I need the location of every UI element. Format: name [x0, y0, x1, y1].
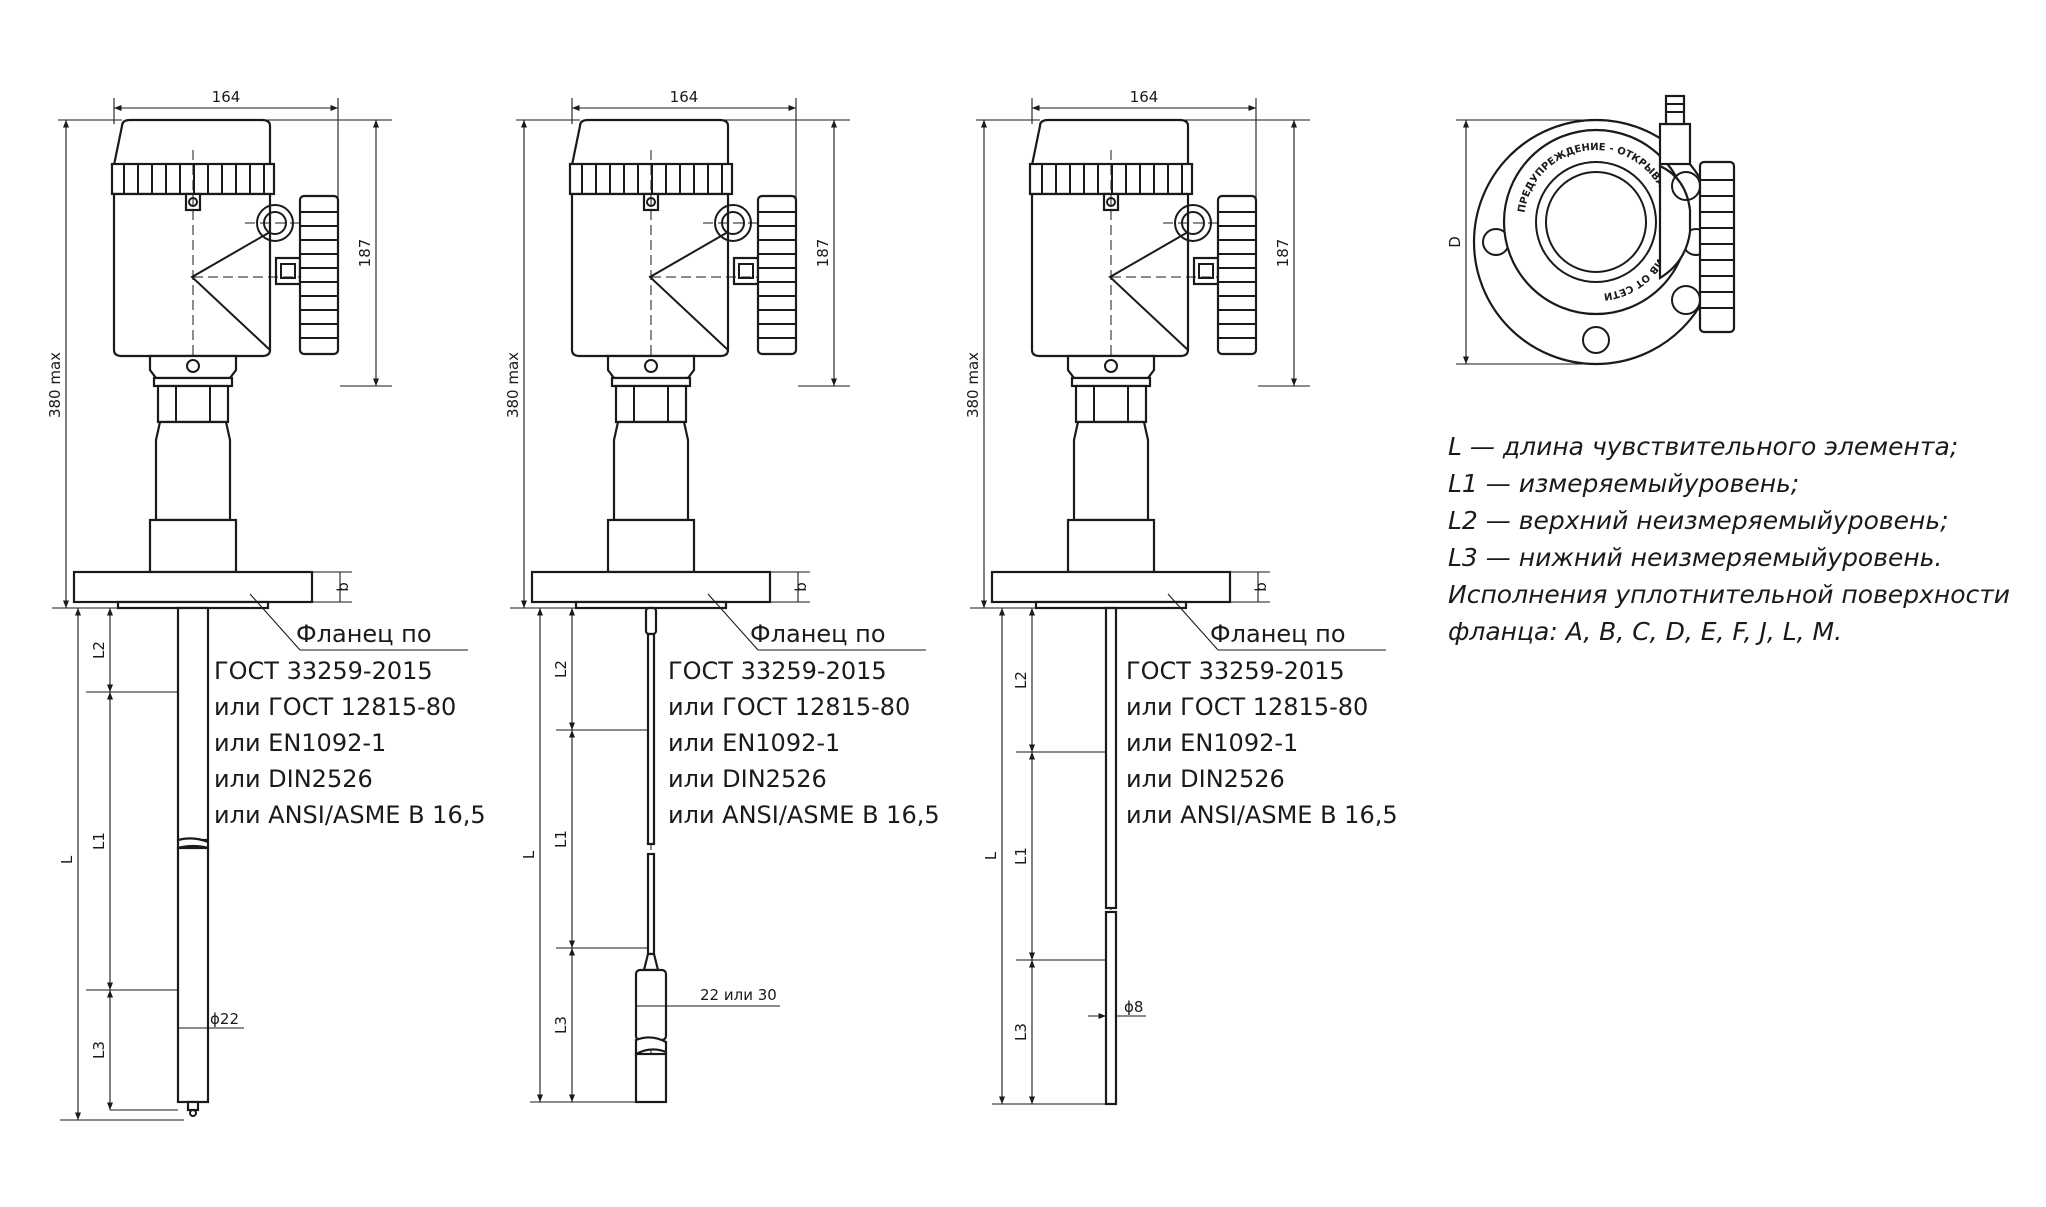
dimensions: 164 187 380 max b L L2 L1 L3 ϕ22 [46, 88, 392, 1121]
view-thin-rod-probe: 164 187 380 max b L L2 L1 L3 ϕ8 [964, 88, 1398, 1106]
flange-line-3: или EN1092-1 [668, 729, 840, 757]
weight [634, 968, 668, 1104]
flange [72, 570, 314, 610]
flange-line-3: или EN1092-1 [214, 729, 386, 757]
flange-callout: Фланец по ГОСТ 33259-2015 или ГОСТ 12815… [668, 593, 940, 829]
total-height-label: 380 max [46, 352, 64, 418]
flange-line-1: ГОСТ 33259-2015 [214, 657, 433, 685]
rod [1104, 606, 1118, 1106]
flange-callout: Фланец по ГОСТ 33259-2015 или ГОСТ 12815… [1126, 593, 1398, 829]
flange [530, 570, 772, 610]
height-label: 187 [814, 239, 832, 268]
length-l2: L2 [1012, 671, 1030, 689]
legend-line-5: Исполнения уплотнительной поверхности [1448, 580, 2011, 609]
length-l2: L2 [90, 641, 108, 659]
flange-line-5: или ANSI/ASME B 16,5 [1126, 801, 1398, 829]
total-height-label: 380 max [964, 352, 982, 418]
flange-line-1: ГОСТ 33259-2015 [1126, 657, 1345, 685]
flange-line-4: или DIN2526 [214, 765, 373, 793]
flange-line-5: или ANSI/ASME B 16,5 [214, 801, 486, 829]
flange-thickness-label: b [334, 582, 352, 592]
legend-line-6: фланца: A, B, C, D, E, F, J, L, M. [1448, 617, 1843, 646]
view-rod-probe: 164 187 380 max b L L2 L1 L3 ϕ22 [46, 88, 486, 1121]
flange-line-1: ГОСТ 33259-2015 [668, 657, 887, 685]
flange-thickness-label: b [792, 582, 810, 592]
length-l: L [520, 850, 538, 859]
rod-diameter-label: ϕ8 [1124, 998, 1143, 1016]
legend-line-3: L2 — верхний неизмеряемыйуровень; [1448, 506, 1949, 535]
flange [990, 570, 1232, 610]
housing [1028, 118, 1258, 1105]
legend-line-4: L3 — нижний неизмеряемыйуровень. [1448, 543, 1943, 572]
width-label: 164 [1130, 88, 1159, 106]
legend-line-1: L — длина чувствительного элемента; [1448, 432, 1959, 461]
flange-line-2: или ГОСТ 12815-80 [214, 693, 456, 721]
total-height-label: 380 max [504, 352, 522, 418]
flange-line-5: или ANSI/ASME B 16,5 [668, 801, 940, 829]
top-view: ПРЕДУПРЕЖДЕНИЕ - ОТКРЫВАТЬ, ОТКЛЮЧИВ ОТ … [1446, 94, 1736, 366]
length-l3: L3 [90, 1041, 108, 1059]
length-l: L [982, 851, 1000, 860]
flange-thickness-label: b [1252, 582, 1270, 592]
flange-line-4: или DIN2526 [1126, 765, 1285, 793]
cable [642, 606, 660, 972]
legend: L — длина чувствительного элемента; L1 —… [1448, 428, 2038, 650]
rod [176, 606, 210, 1117]
length-l3: L3 [552, 1016, 570, 1034]
flange-line-2: или ГОСТ 12815-80 [668, 693, 910, 721]
length-l: L [58, 855, 76, 864]
height-label: 187 [356, 239, 374, 268]
flange-line-3: или EN1092-1 [1126, 729, 1298, 757]
dimensions: 164 187 380 max b L L2 L1 L3 ϕ8 [964, 88, 1310, 1105]
neck [1066, 354, 1156, 574]
diameter-label: D [1446, 236, 1464, 248]
housing [110, 118, 340, 1110]
height-label: 187 [1274, 239, 1292, 268]
flange-line-4: или DIN2526 [668, 765, 827, 793]
weight-size-label: 22 или 30 [700, 986, 777, 1004]
neck [606, 354, 696, 574]
cable-entry-side [1698, 160, 1736, 334]
flange-callout: Фланец по ГОСТ 33259-2015 или ГОСТ 12815… [214, 593, 486, 829]
rod-diameter-label: ϕ22 [210, 1010, 239, 1028]
flange-title: Фланец по [1210, 620, 1346, 648]
legend-line-2: L1 — измеряемыйуровень; [1448, 469, 1800, 498]
housing [568, 118, 798, 1100]
length-l3: L3 [1012, 1023, 1030, 1041]
length-l1: L1 [552, 830, 570, 848]
length-l1: L1 [1012, 847, 1030, 865]
length-l2: L2 [552, 660, 570, 678]
cable-gland [1658, 122, 1692, 166]
neck [148, 354, 238, 574]
flange-title: Фланец по [296, 620, 432, 648]
length-l1: L1 [90, 832, 108, 850]
width-label: 164 [212, 88, 241, 106]
width-label: 164 [670, 88, 699, 106]
view-cable-weight-probe: 164 187 380 max b L L2 L1 L3 22 или 30 [504, 88, 940, 1104]
flange-line-2: или ГОСТ 12815-80 [1126, 693, 1368, 721]
flange-title: Фланец по [750, 620, 886, 648]
dimensions: 164 187 380 max b L L2 L1 L3 22 или 30 [504, 88, 850, 1103]
